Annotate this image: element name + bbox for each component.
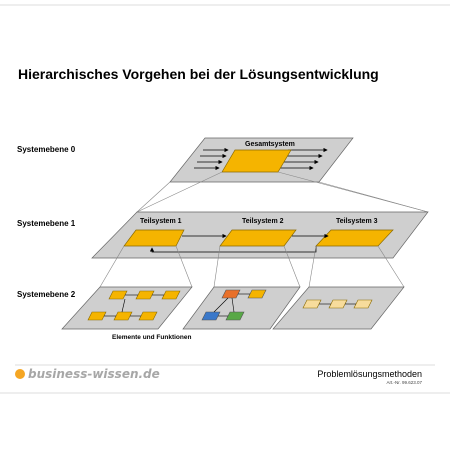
teilsystem3-label: Teilsystem 3 [336, 218, 378, 225]
footer-topic: Problemlösungsmethoden [317, 369, 422, 379]
level1-flow-arrows [149, 233, 329, 253]
level2-element-links-2 [213, 293, 250, 317]
level0-level1-connectors [136, 171, 429, 213]
page-title: Hierarchisches Vorgehen bei der Lösungse… [18, 66, 379, 82]
footer-article-number: Art.-Nr. 99.623.07 [386, 380, 422, 385]
gesamtsystem-label: Gesamtsystem [245, 141, 295, 148]
level1-level2-connectors [99, 245, 405, 288]
level-label-0: Systemebene 0 [17, 145, 76, 154]
logo-dot-icon [15, 369, 25, 379]
level2-elements-2 [201, 289, 267, 321]
footer-logo[interactable]: business-wissen.de [28, 367, 160, 381]
level2-elements-3 [302, 299, 373, 309]
teilsystem2-label: Teilsystem 2 [242, 218, 284, 225]
level2-elements-1 [87, 290, 181, 321]
level0-flow-arrows [194, 147, 328, 171]
level-label-1: Systemebene 1 [17, 219, 76, 228]
level-label-2: Systemebene 2 [17, 290, 76, 299]
elements-caption: Elemente und Funktionen [112, 334, 191, 341]
teilsystem1-label: Teilsystem 1 [140, 218, 182, 225]
level2-element-links-1 [104, 294, 164, 317]
teilsystem2-box [219, 229, 297, 247]
